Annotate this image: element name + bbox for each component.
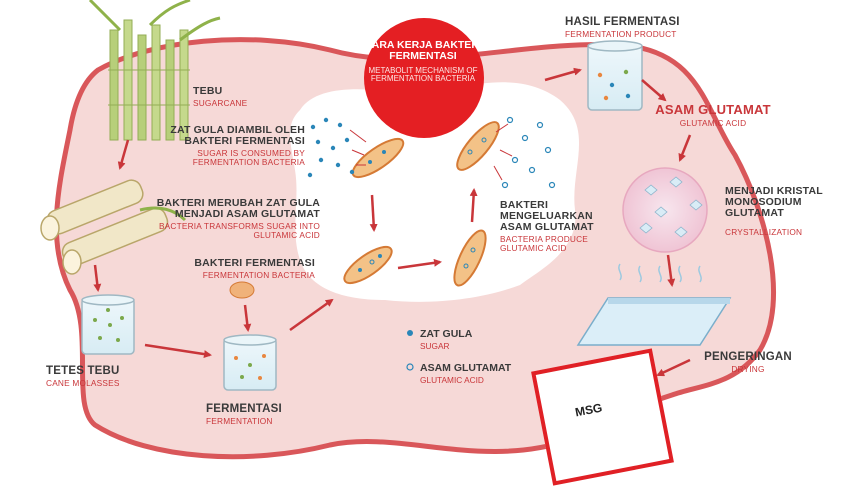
label-fermentasi: FERMENTASI FERMENTATION — [206, 403, 282, 427]
title-sub: METABOLIT MECHANISM OF FERMENTATION BACT… — [368, 65, 478, 84]
arrow-glutamic-to-crystal — [678, 134, 692, 162]
label-bakteri-merubah: BAKTERI MERUBAH ZAT GULA MENJADI ASAM GL… — [156, 197, 320, 240]
arrow-drying-to-msg — [656, 358, 691, 377]
label-bakteri-mengeluarkan: BAKTERI MENGELUARKAN ASAM GLUTAMAT BACTE… — [500, 199, 594, 253]
msg-product-box — [531, 348, 674, 486]
fermentation-glass-icon — [223, 334, 277, 391]
arrow-molasses-to-fermentation — [144, 343, 212, 359]
arrow-cut-to-molasses — [93, 264, 102, 292]
legend-sugar-icon — [407, 330, 413, 336]
label-menjadi-kristal: MENJADI KRISTAL MONOSODIUM GLUTAMAT CRYS… — [725, 185, 823, 238]
legend-glutamic: ASAM GLUTAMAT GLUTAMIC ACID — [420, 362, 512, 386]
legend-glutamic-icon — [406, 363, 414, 371]
msg-crystal-icon — [622, 167, 708, 253]
legend-sugar: ZAT GULA SUGAR — [420, 328, 473, 352]
fermentation-product-glass-icon — [587, 40, 643, 111]
cane-molasses-glass-icon — [81, 294, 135, 355]
arrow-release-to-product — [544, 67, 582, 82]
arrow-sugarcane-to-cut — [117, 139, 130, 170]
diagram-title: CARA KERJA BAKTERI FERMENTASI METABOLIT … — [364, 39, 482, 84]
arrow-produce-to-release — [469, 188, 478, 223]
arrow-crystal-to-drying — [666, 254, 676, 287]
arrow-consume-to-transform — [369, 194, 378, 232]
label-zat-gula-diambil: ZAT GULA DIAMBIL OLEH BAKTERI FERMENTASI… — [170, 124, 305, 167]
label-hasil-fermentasi: HASIL FERMENTASI FERMENTATION PRODUCT — [565, 16, 680, 40]
bacteria-producing-icon — [453, 229, 487, 287]
bacterium-icon — [229, 281, 255, 299]
arrow-transform-to-produce — [397, 258, 442, 270]
bacteria-transforming-icon — [343, 245, 393, 285]
sugarcane-icon — [88, 0, 221, 141]
drying-tray-icon — [576, 263, 732, 346]
arrow-bacterium-to-glass — [243, 304, 252, 332]
bacteria-consuming-sugar-icon — [307, 117, 405, 179]
bacteria-releasing-icon — [456, 116, 556, 189]
title-circle — [364, 18, 484, 138]
arrow-product-to-glutamic — [641, 79, 667, 102]
arrow-fermentation-to-bacteria — [289, 298, 334, 332]
label-tebu: TEBU SUGARCANE — [193, 85, 248, 109]
reaction-cloud — [290, 82, 580, 302]
label-pengeringan: PENGERINGAN DRYING — [704, 351, 792, 375]
label-tetes-tebu: TETES TEBU CANE MOLASSES — [46, 365, 120, 389]
label-bakteri-fermentasi: BAKTERI FERMENTASI FERMENTATION BACTERIA — [194, 257, 315, 281]
cut-sugarcane-icon — [40, 179, 187, 275]
flow-arrows — [93, 67, 692, 377]
title-main: CARA KERJA BAKTERI FERMENTASI — [364, 39, 482, 63]
label-asam-glutamat: ASAM GLUTAMAT GLUTAMIC ACID — [655, 102, 771, 128]
